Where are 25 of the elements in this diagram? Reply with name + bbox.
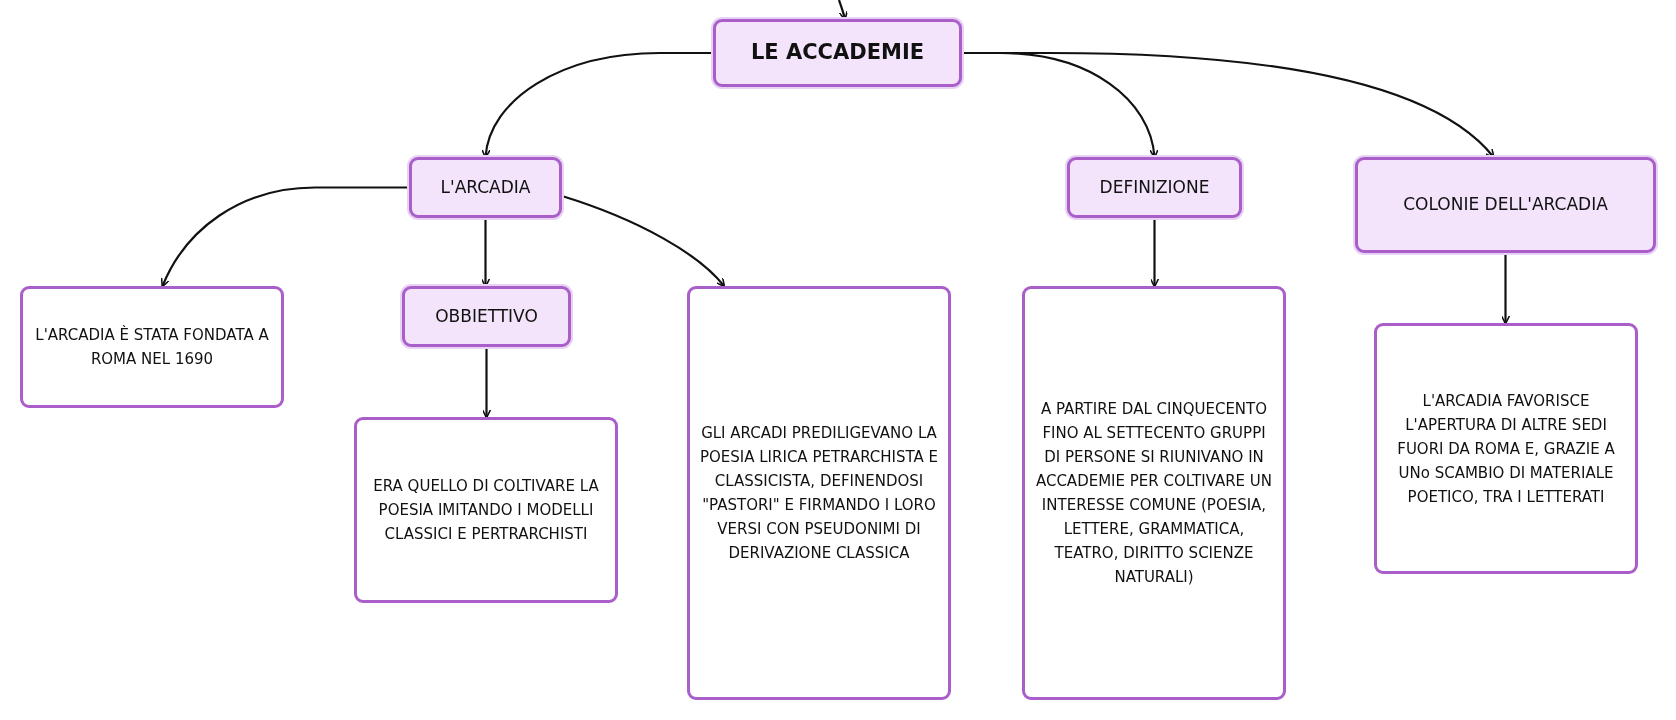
text-box: [354, 417, 618, 603]
concept-box: [1355, 157, 1656, 253]
concept-label: L'ARCADIA: [439, 175, 532, 199]
description-text: ERA QUELLO DI COLTIVARE LA POESIA IMITANDO I MODELLI CLASSICI E PERTRARCHISTI: [372, 476, 600, 545]
concept-box: [409, 157, 562, 218]
connector-arrow: [1149, 218, 1160, 288]
concept-box: [713, 19, 962, 87]
concept-label: OBBIETTIVO: [434, 304, 539, 328]
connector-arrow: [161, 186, 409, 288]
description-text: GLI ARCADI PREDILIGEVANO LA POESIA LIRICA PETRARCHISTA E CLASSICISTA, DEFINENDOSI "PASTORI" E FIRMANDO I LORO VERSI CON PSEUDONIMI DI DERIVAZIONE CLASSICA: [698, 423, 940, 564]
concept-box: [1067, 157, 1242, 218]
description-text: L'ARCADIA È STATA FONDATA A ROMA NEL 1690: [34, 324, 270, 370]
connector-arrow: [1500, 253, 1511, 325]
concept-label: LE ACCADEMIE: [749, 39, 926, 67]
description-text: L'ARCADIA FAVORISCE L'APERTURA DI ALTRE SEDI FUORI DA ROMA E, GRAZIE A UNo SCAMBIO DI MATERIALE POETICO, TRA I LETTERATI: [1396, 390, 1616, 508]
concept-label: DEFINIZIONE: [1098, 175, 1211, 199]
text-box: [1022, 286, 1286, 700]
connector-arrow: [561, 195, 726, 288]
text-box: [20, 286, 284, 408]
concept-label: COLONIE DELL'ARCADIA: [1402, 193, 1609, 217]
text-box: [1374, 323, 1638, 574]
connector-arrow: [481, 347, 492, 419]
text-box: [687, 286, 951, 700]
concept-box: [402, 286, 571, 347]
description-text: A PARTIRE DAL CINQUECENTO FINO AL SETTECENTO GRUPPI DI PERSONE SI RIUNIVANO IN ACCADEMIE PER COLTIVARE UN INTERESSE COMUNE (POESIA, LETTERE, GRAMMATICA, TEATRO, DIRITTO SCIENZE NATURALI): [1034, 399, 1274, 588]
